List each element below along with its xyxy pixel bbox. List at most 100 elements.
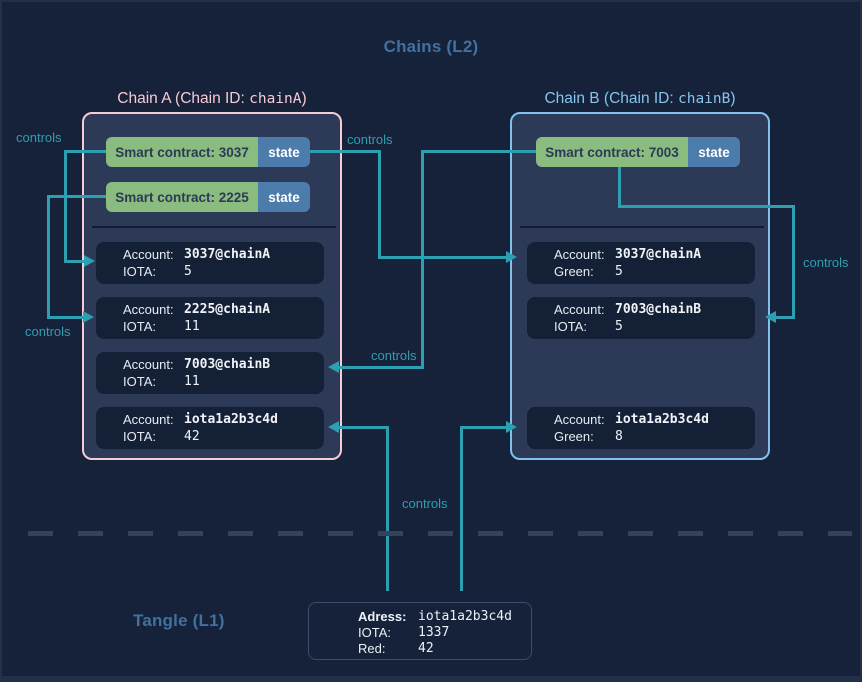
controls-label: controls — [371, 348, 417, 363]
account-card-3037-chain-a: Account: 3037@chainA IOTA: 5 — [96, 242, 324, 284]
chain-b-box: Smart contract: 7003 state Account: 3037@… — [510, 112, 770, 460]
controls-label: controls — [347, 132, 393, 147]
address-value: iota1a2b3c4d — [418, 609, 512, 624]
balance-value: 8 — [615, 429, 623, 444]
account-value: 7003@chainB — [615, 302, 702, 317]
account-value: iota1a2b3c4d — [184, 412, 278, 427]
arrowhead-right-icon — [84, 255, 95, 267]
layer-separator-dashed-line — [28, 531, 852, 536]
account-label: Account: — [123, 357, 174, 372]
chain-b-title: Chain B (Chain ID: chainB) — [510, 90, 770, 108]
smart-contract-7003: Smart contract: 7003 state — [536, 137, 740, 167]
iota-balance-value: 1337 — [418, 625, 450, 640]
bottom-edge — [0, 676, 862, 682]
account-value: 7003@chainB — [184, 357, 271, 372]
state-badge: state — [258, 137, 310, 167]
controls-label: controls — [402, 496, 448, 511]
chain-b-title-prefix: Chain B (Chain ID: — [544, 90, 678, 107]
arrow-sc7003-to-acctB2-seg — [776, 316, 795, 319]
balance-value: 5 — [184, 264, 192, 279]
state-badge: state — [688, 137, 740, 167]
balance-label: IOTA: — [123, 264, 156, 279]
arrowhead-right-icon — [506, 421, 517, 433]
l1-address-box: Adress: iota1a2b3c4d IOTA: 1337 Red: 42 — [308, 602, 532, 660]
account-value: 2225@chainA — [184, 302, 271, 317]
arrow-l1-to-chainB-seg — [460, 426, 509, 429]
arrow-l1-to-chainB-seg — [460, 427, 463, 591]
arrow-sc3037-to-acctA1-seg — [64, 260, 85, 263]
controls-label: controls — [25, 324, 71, 339]
red-balance-label: Red: — [358, 641, 386, 656]
account-label: Account: — [123, 412, 174, 427]
chain-b-id-code: chainB — [677, 91, 731, 107]
account-card-3037-chain-a: Account: 3037@chainA Green: 5 — [527, 242, 755, 284]
controls-label: controls — [16, 130, 62, 145]
arrow-sc7003-to-chainA-seg — [421, 150, 424, 369]
chain-a-divider — [92, 226, 336, 228]
account-label: Account: — [123, 302, 174, 317]
arrowhead-right-icon — [83, 311, 94, 323]
address-label: Adress: — [358, 609, 407, 624]
account-value: 3037@chainA — [184, 247, 271, 262]
balance-label: IOTA: — [554, 319, 587, 334]
balance-value: 5 — [615, 264, 623, 279]
right-edge — [860, 0, 862, 682]
arrow-sc3037-to-acctA1-seg — [64, 150, 67, 263]
arrow-sc3037-to-chainB-seg — [378, 256, 507, 259]
account-label: Account: — [554, 302, 605, 317]
account-card-7003-chain-b: Account: 7003@chainB IOTA: 11 — [96, 352, 324, 394]
arrowhead-left-icon — [765, 311, 776, 323]
arrowhead-left-icon — [328, 361, 339, 373]
arrow-sc7003-to-chainA-seg — [423, 150, 536, 153]
iota-balance-label: IOTA: — [358, 625, 391, 640]
smart-contract-label: Smart contract: 3037 — [106, 137, 258, 167]
left-edge — [0, 0, 2, 682]
balance-label: IOTA: — [123, 429, 156, 444]
arrow-sc7003-to-acctB2-seg — [618, 167, 621, 208]
balance-value: 42 — [184, 429, 200, 444]
account-value: 3037@chainA — [615, 247, 702, 262]
l2-section-title: Chains (L2) — [383, 37, 479, 56]
arrow-sc7003-to-acctB2-seg — [792, 205, 795, 319]
smart-contract-label: Smart contract: 2225 — [106, 182, 258, 212]
balance-label: Green: — [554, 429, 594, 444]
account-label: Account: — [554, 247, 605, 262]
account-label: Account: — [554, 412, 605, 427]
smart-contract-label: Smart contract: 7003 — [536, 137, 688, 167]
chain-b-title-suffix: ) — [730, 90, 736, 107]
account-card-iota-address: Account: iota1a2b3c4d Green: 8 — [527, 407, 755, 449]
account-card-iota-address: Account: iota1a2b3c4d IOTA: 42 — [96, 407, 324, 449]
balance-value: 11 — [184, 374, 200, 389]
chain-a-title: Chain A (Chain ID: chainA) — [82, 90, 342, 108]
smart-contract-3037: Smart contract: 3037 state — [106, 137, 310, 167]
balance-value: 5 — [615, 319, 623, 334]
arrowhead-right-icon — [506, 251, 517, 263]
arrow-l1-to-chainA-seg — [339, 426, 389, 429]
account-label: Account: — [123, 247, 174, 262]
chain-b-divider — [520, 226, 764, 228]
arrowhead-left-icon — [328, 421, 339, 433]
arrow-l1-to-chainA-seg — [386, 427, 389, 591]
red-balance-value: 42 — [418, 641, 434, 656]
account-value: iota1a2b3c4d — [615, 412, 709, 427]
balance-value: 11 — [184, 319, 200, 334]
controls-label: controls — [803, 255, 849, 270]
arrow-sc7003-to-acctB2-seg — [618, 205, 795, 208]
chain-a-id-code: chainA — [249, 91, 302, 107]
chain-a-title-prefix: Chain A (Chain ID: — [117, 90, 250, 107]
account-card-2225-chain-a: Account:2225@chainA IOTA:11 — [96, 297, 324, 339]
balance-label: IOTA: — [123, 374, 156, 389]
arrow-sc3037-to-chainB-seg — [378, 150, 381, 259]
arrow-sc2225-to-acctA2-seg — [47, 195, 50, 319]
arrow-sc3037-to-chainB-seg — [310, 150, 381, 153]
l1-section-title: Tangle (L1) — [133, 611, 225, 630]
arrow-sc7003-to-chainA-seg — [339, 366, 424, 369]
account-card-7003-chain-b: Account: 7003@chainB IOTA: 5 — [527, 297, 755, 339]
arrow-sc2225-to-acctA2-seg — [47, 316, 84, 319]
balance-label: Green: — [554, 264, 594, 279]
state-badge: state — [258, 182, 310, 212]
chain-a-box: Smart contract: 3037 state Smart contrac… — [82, 112, 342, 460]
smart-contract-2225: Smart contract: 2225 state — [106, 182, 310, 212]
top-edge — [0, 0, 862, 2]
